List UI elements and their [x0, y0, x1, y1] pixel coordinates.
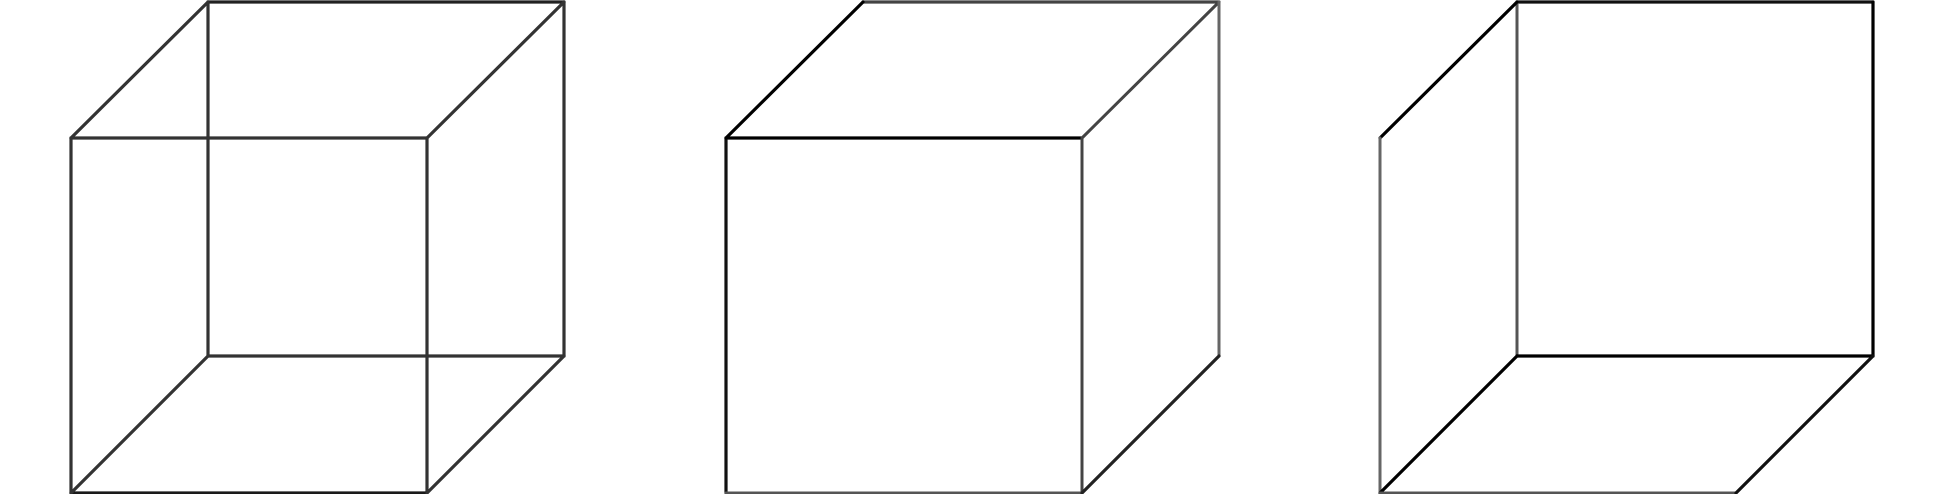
connect-bottom-left-edge: [69, 354, 210, 494]
left-top-diagonal-edge: [1378, 0, 1519, 140]
bottom-right-diagonal-edge: [1734, 354, 1875, 494]
connect-top-left-edge: [69, 0, 210, 140]
top-left-diagonal-edge: [724, 0, 865, 140]
top-right-diagonal-edge: [1080, 0, 1221, 140]
right-bottom-diagonal-edge: [1080, 354, 1221, 494]
connect-bottom-right-edge: [425, 354, 566, 494]
solid-cube-top-view: [724, 0, 1221, 494]
connect-top-right-edge: [425, 0, 566, 140]
wireframe-cube: [69, 0, 566, 494]
solid-cube-bottom-view: [1378, 0, 1875, 494]
bottom-left-diagonal-edge: [1378, 354, 1519, 494]
